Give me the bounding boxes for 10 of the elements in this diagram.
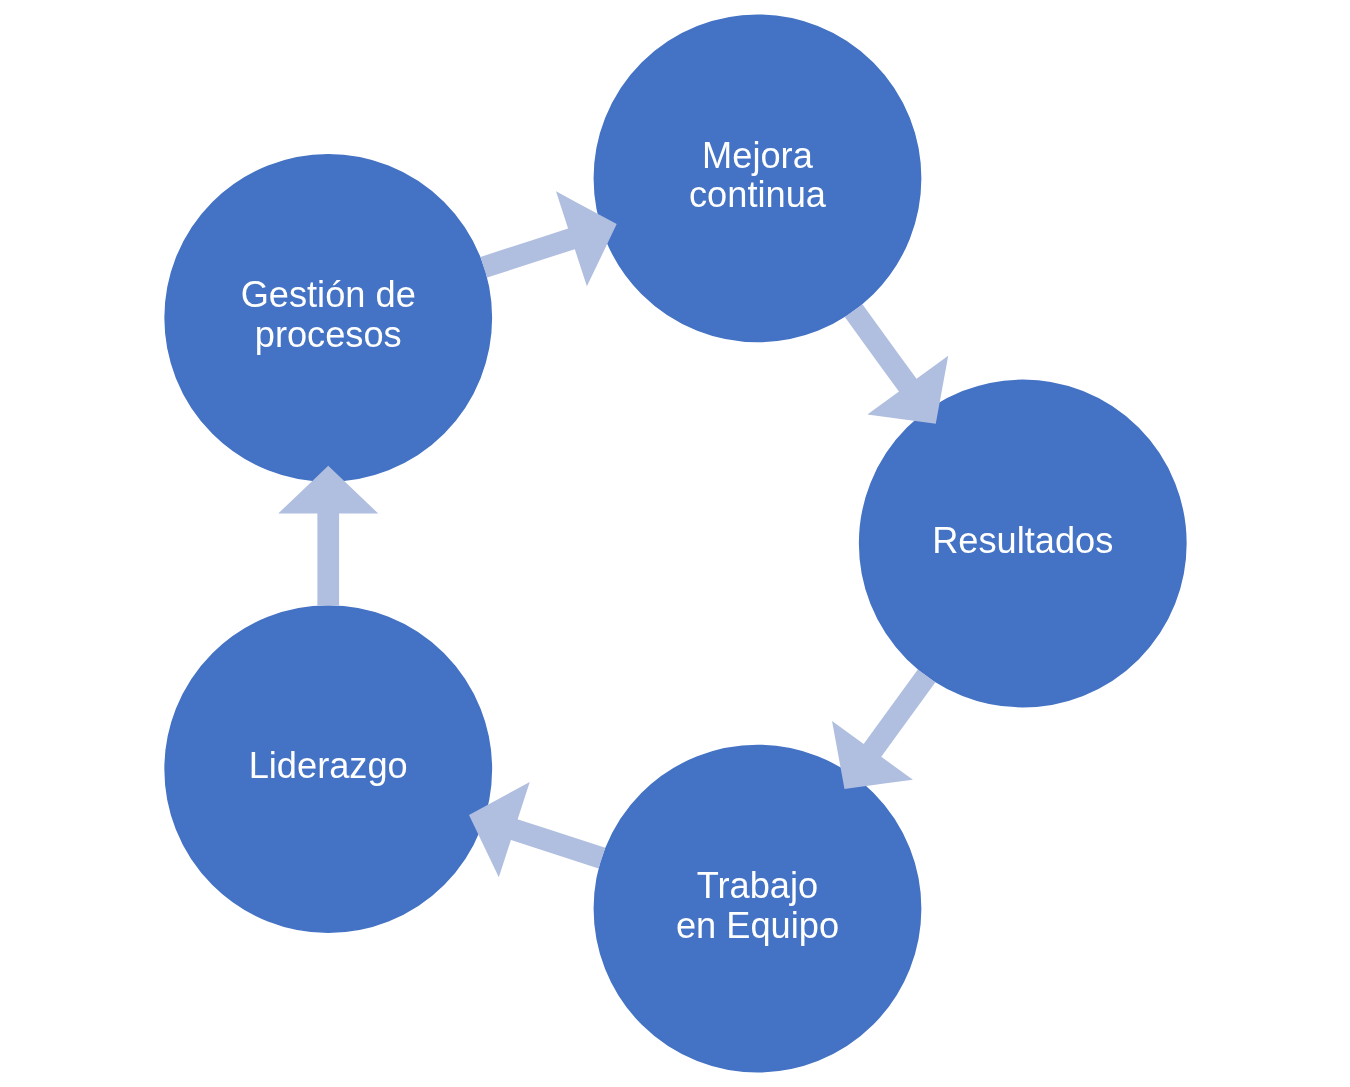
arrow (468, 782, 605, 878)
node-circle: Liderazgo (163, 605, 492, 934)
node-circle: Gestión de procesos (163, 153, 492, 482)
node-circle: Trabajo en Equipo (593, 744, 921, 1073)
node-circle: Resultados (858, 379, 1187, 708)
arrow (479, 191, 617, 287)
node-circle: Mejora continua (593, 14, 921, 343)
arrow (277, 465, 378, 606)
arrow (844, 304, 948, 424)
arrow (831, 669, 935, 789)
